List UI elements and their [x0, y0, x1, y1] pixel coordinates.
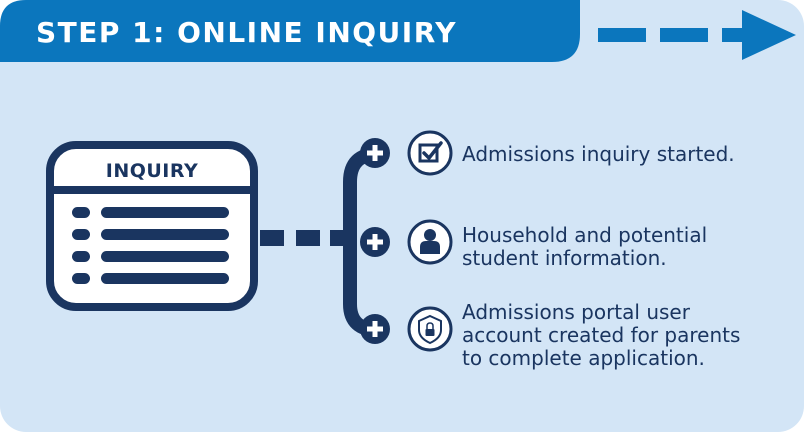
person-icon [407, 219, 453, 265]
form-line-4 [101, 273, 229, 284]
arrow-dash-2 [660, 28, 708, 42]
plus-icon [360, 314, 390, 344]
checkbox-icon [407, 130, 453, 176]
inquiry-window-label: INQUIRY [105, 160, 199, 182]
header-bar [0, 0, 580, 62]
arrow-dash-1 [598, 28, 646, 42]
form-bullet-4 [72, 273, 90, 284]
item-text-household-info: Household and potential student informat… [462, 223, 708, 270]
form-line-2 [101, 229, 229, 240]
shield-lock-icon [407, 306, 453, 352]
inquiry-window-icon [46, 141, 258, 311]
plus-icon [360, 138, 390, 168]
plus-icon [360, 227, 390, 257]
form-bullet-1 [72, 207, 90, 218]
form-bullet-3 [72, 251, 90, 262]
dashed-arrow [598, 10, 796, 60]
item-text-portal-account: Admissions portal user account created f… [462, 300, 741, 370]
form-line-3 [101, 251, 229, 262]
page-title: STEP 1: ONLINE INQUIRY [36, 16, 458, 49]
dashed-connector [260, 230, 350, 246]
form-bullet-2 [72, 229, 90, 240]
form-line-1 [101, 207, 229, 218]
item-text-inquiry-started: Admissions inquiry started. [462, 142, 735, 166]
arrow-head [742, 10, 796, 60]
